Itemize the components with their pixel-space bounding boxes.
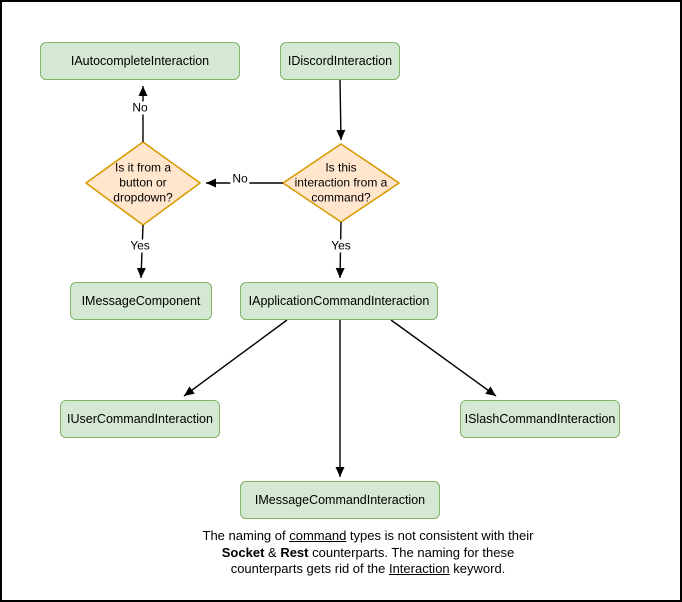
node-label: IDiscordInteraction — [287, 54, 393, 68]
node-label: IApplicationCommandInteraction — [248, 294, 430, 308]
note-segment-bold: Rest — [280, 544, 309, 560]
edge-label-no-top: No — [130, 100, 150, 115]
note-segment: types is not consistent with their — [349, 528, 534, 543]
node-application-command-interaction: IApplicationCommandInteraction — [240, 282, 438, 320]
node-label: IMessageComponent — [81, 294, 201, 308]
node-message-command-interaction: IMessageCommandInteraction — [240, 481, 440, 519]
note-segment: counterparts. The naming for these count… — [230, 544, 515, 577]
note-segment-underlined: Interaction — [388, 561, 450, 576]
edge-label-yes-left: Yes — [128, 238, 152, 253]
node-message-component: IMessageComponent — [70, 282, 212, 320]
node-label: ISlashCommandInteraction — [464, 412, 616, 426]
edge-discord-to-command-decision — [336, 79, 346, 141]
note-text: The naming of command types is not consi… — [158, 528, 578, 578]
edge-label-no-mid: No — [230, 171, 250, 186]
edge-label-yes-right: Yes — [329, 238, 353, 253]
node-label: IMessageCommandInteraction — [254, 493, 426, 507]
node-label: IUserCommandInteraction — [67, 412, 213, 426]
decision-button-dropdown-label: Is it from a button or dropdown? — [113, 160, 173, 205]
note-segment-underlined: command — [289, 528, 347, 543]
edge-application-to-user-command — [183, 319, 288, 397]
note-segment: The naming of — [202, 528, 290, 543]
note-segment-bold: Socket — [221, 544, 265, 560]
node-user-command-interaction: IUserCommandInteraction — [60, 400, 220, 438]
edge-application-to-slash-command — [390, 319, 497, 397]
node-autocomplete-interaction: IAutocompleteInteraction — [40, 42, 240, 80]
decision-from-command-label: Is this interaction from a command? — [294, 160, 388, 205]
note-segment: keyword. — [449, 561, 506, 576]
node-label: IAutocompleteInteraction — [70, 54, 210, 68]
node-discord-interaction: IDiscordInteraction — [280, 42, 400, 80]
note-segment: & — [264, 544, 281, 560]
node-slash-command-interaction: ISlashCommandInteraction — [460, 400, 620, 438]
